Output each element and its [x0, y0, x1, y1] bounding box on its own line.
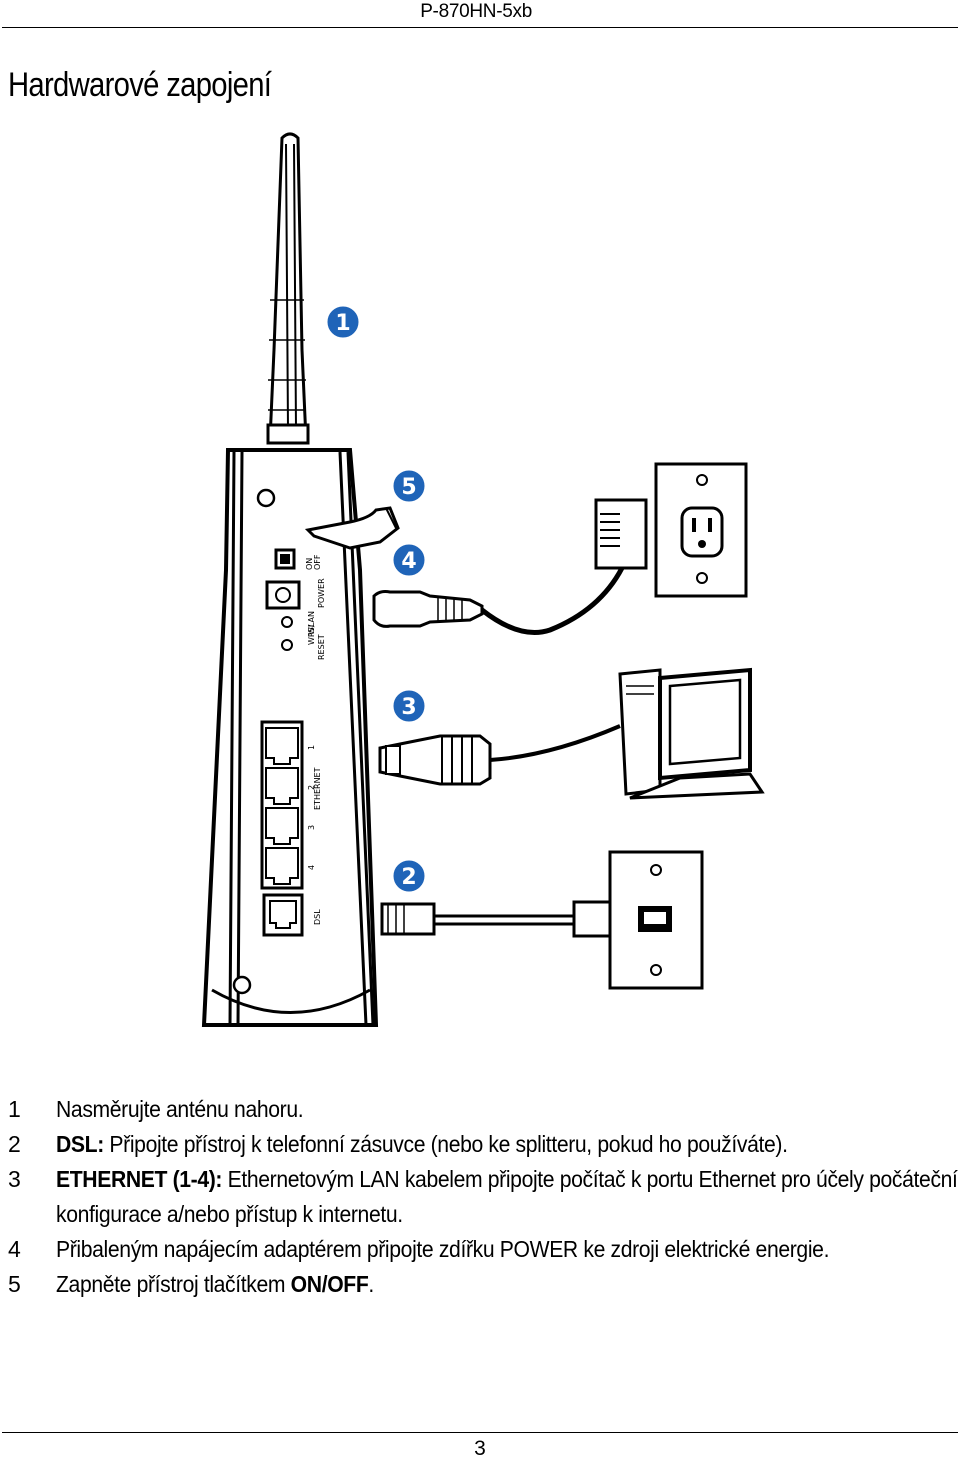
step-number: 4 [8, 1236, 21, 1262]
step-text: Přibaleným napájecím adaptérem připojte … [56, 1232, 884, 1267]
power-label: POWER [317, 578, 326, 608]
callout-3-label: 3 [401, 695, 416, 720]
header-rule [2, 27, 958, 28]
callout-2-label: 2 [401, 865, 416, 890]
callout-1: 1 [324, 303, 362, 341]
step-5-label: ON/OFF [290, 1271, 369, 1297]
wps-label: WPS/ [307, 624, 316, 645]
router-illustration: ON OFF POWER WLAN RESET WPS/ ETHERNET 1 … [201, 448, 379, 1027]
list-item: 2 DSL: Připojte přístroj k telefonní zás… [6, 1127, 956, 1162]
step-number: 2 [8, 1131, 21, 1157]
callout-5: 5 [390, 467, 428, 505]
port-number-3: 3 [307, 825, 316, 830]
on-label: ON [305, 558, 314, 570]
reset-label: RESET [317, 634, 326, 660]
step-3-text: Ethernetovým LAN kabelem připojte počíta… [56, 1166, 958, 1227]
footer-rule [2, 1432, 958, 1433]
port-number-4: 4 [307, 865, 316, 870]
callout-3: 3 [390, 687, 428, 725]
step-number: 1 [8, 1096, 21, 1122]
step-text: DSL: Připojte přístroj k telefonní zásuv… [56, 1127, 884, 1162]
step-number: 3 [8, 1166, 21, 1192]
computer-illustration [378, 667, 765, 800]
callout-4-label: 4 [401, 549, 416, 574]
step-text: Nasměrujte anténu nahoru. [56, 1092, 884, 1127]
step-text: ETHERNET (1-4): Ethernetovým LAN kabelem… [56, 1162, 960, 1232]
callout-1-label: 1 [335, 311, 350, 336]
callout-4: 4 [390, 541, 428, 579]
power-adapter-illustration [372, 462, 748, 635]
step-3-label: ETHERNET (1-4): [56, 1166, 223, 1192]
step-text: Zapněte přístroj tlačítkem ON/OFF. [56, 1267, 884, 1302]
port-number-1: 1 [307, 745, 316, 750]
step-5-text: Zapněte přístroj tlačítkem [56, 1271, 291, 1297]
instruction-list: 1 Nasměrujte anténu nahoru. 2 DSL: Připo… [6, 1092, 958, 1302]
list-item: 4 Přibaleným napájecím adaptérem připojt… [6, 1232, 956, 1267]
step-1-text: Nasměrujte anténu nahoru. [56, 1096, 304, 1122]
document-model-header: P-870HN-5xb [420, 1, 532, 22]
list-item: 1 Nasměrujte anténu nahoru. [6, 1092, 956, 1127]
page-title: Hardwarové zapojení [8, 66, 272, 104]
step-number: 5 [8, 1271, 21, 1297]
list-item: 3 ETHERNET (1-4): Ethernetovým LAN kabel… [6, 1162, 958, 1232]
port-number-2: 2 [307, 785, 316, 790]
antenna-illustration [266, 132, 310, 445]
step-2-label: DSL: [56, 1131, 104, 1157]
step-4-text: Přibaleným napájecím adaptérem připojte … [56, 1236, 830, 1262]
ethernet-label: ETHERNET [313, 767, 322, 810]
callout-5-label: 5 [401, 475, 416, 500]
wlan-label: WLAN [307, 611, 316, 635]
step-2-text: Připojte přístroj k telefonní zásuvce (n… [103, 1131, 788, 1157]
step-5-text-end: . [368, 1271, 374, 1297]
callout-2: 2 [390, 857, 428, 895]
off-label: OFF [313, 554, 322, 570]
phone-jack-illustration [380, 850, 704, 990]
hand-pointer-illustration [304, 506, 400, 550]
list-item: 5 Zapněte přístroj tlačítkem ON/OFF. [6, 1267, 956, 1302]
dsl-label: DSL [313, 909, 322, 925]
hardware-connection-diagram: ON OFF POWER WLAN RESET WPS/ ETHERNET 1 … [201, 132, 765, 1027]
page-number: 3 [474, 1437, 486, 1460]
